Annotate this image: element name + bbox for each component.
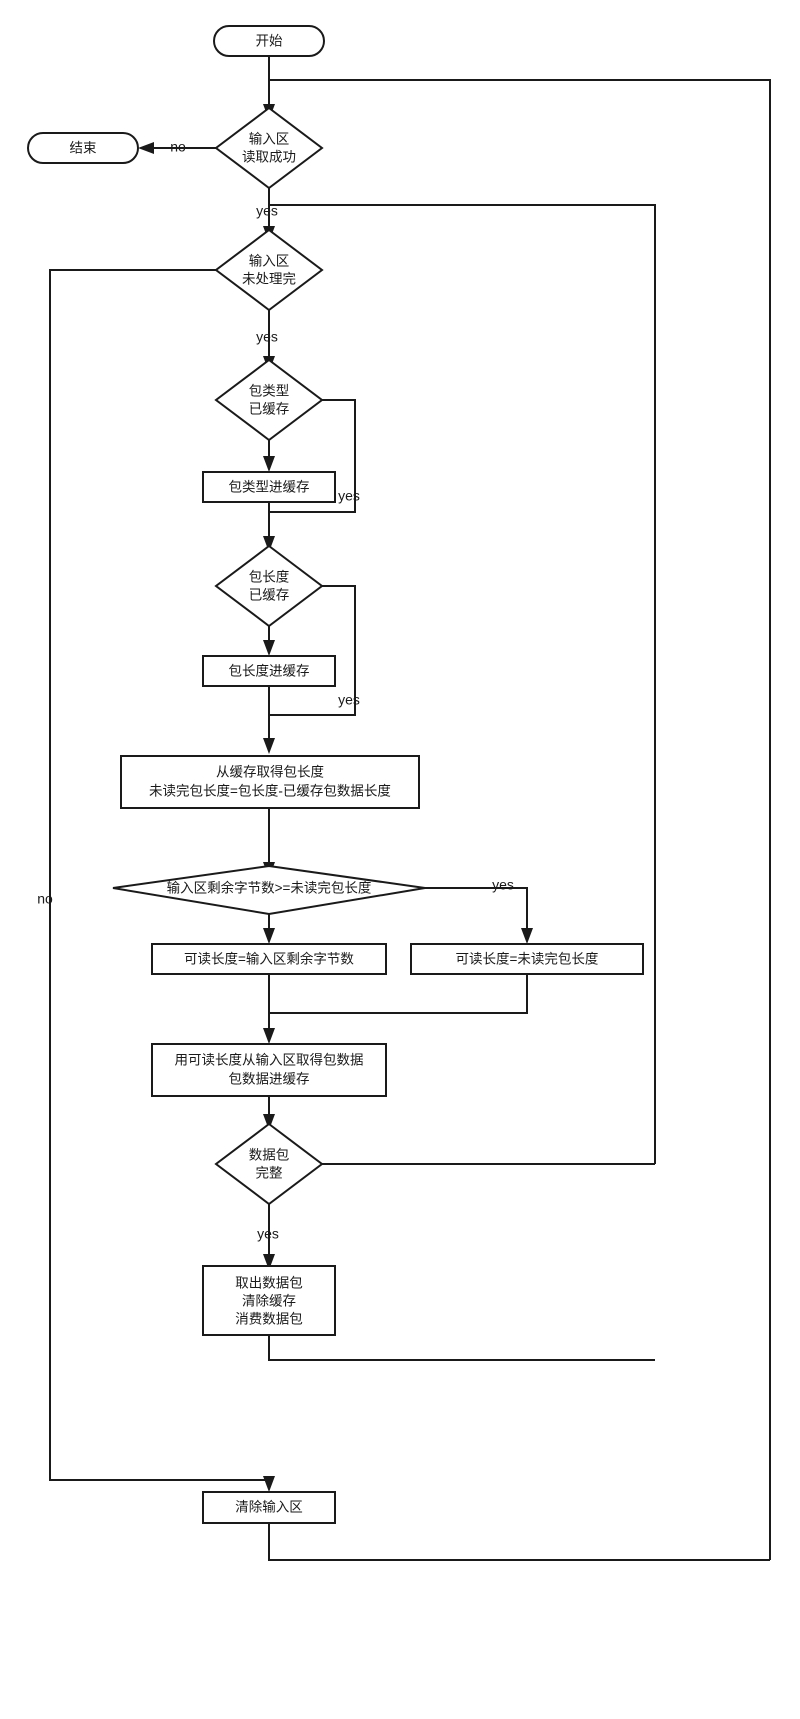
readable-unread-process-shape: [410, 943, 644, 975]
packet-complete-label-line1: 数据包: [249, 1148, 290, 1163]
node-end[interactable]: 结束: [27, 132, 139, 164]
arrowhead-type-cached-to-type-to-cache: [263, 456, 275, 472]
node-packet-complete[interactable]: 数据包 完整: [214, 1122, 324, 1206]
edge-label-compare-yes: yes: [492, 877, 514, 893]
arrowhead-fetch-data-to-packet-complete: [263, 1114, 275, 1130]
get-len-label-line1: 从缓存取得包长度: [216, 764, 324, 780]
fetch-data-process-shape: [151, 1043, 387, 1097]
start-terminator-shape: [213, 25, 325, 57]
arrowhead-read-ok-to-end: [138, 142, 154, 154]
node-get-len[interactable]: 从缓存取得包长度 未读完包长度=包长度-已缓存包数据长度: [120, 755, 420, 809]
consume-label-line2: 清除缓存: [242, 1294, 296, 1309]
edge-clear-input-bottom-rail: [268, 1510, 770, 1561]
node-readable-remaining[interactable]: 可读长度=输入区剩余字节数: [151, 943, 387, 975]
end-terminator-shape: [27, 132, 139, 164]
get-len-process-shape: [120, 755, 420, 809]
len-cached-label-line2: 已缓存: [249, 588, 290, 603]
consume-process-shape: [202, 1265, 336, 1336]
node-consume[interactable]: 取出数据包 清除缓存 消费数据包: [202, 1265, 336, 1336]
fetch-data-label-line1: 用可读长度从输入区取得包数据: [175, 1052, 364, 1068]
type-cached-label-line2: 已缓存: [249, 402, 290, 417]
read-ok-label-line2: 读取成功: [242, 150, 296, 165]
fetch-data-label-line2: 包数据进缓存: [229, 1072, 310, 1087]
arrowhead-len-to-cache-to-get-len: [263, 738, 275, 754]
get-len-label-line2: 未读完包长度=包长度-已缓存包数据长度: [149, 784, 391, 799]
node-len-to-cache[interactable]: 包长度进缓存: [202, 655, 336, 687]
consume-label-line1: 取出数据包: [235, 1276, 303, 1291]
edge-readable-unread-merge: [269, 974, 528, 1014]
consume-label-line3: 消费数据包: [235, 1312, 303, 1327]
node-len-cached[interactable]: 包长度 已缓存: [214, 544, 324, 628]
edge-label-not-done-yes: yes: [256, 329, 278, 345]
packet-complete-decision-shape: [214, 1122, 324, 1206]
type-cached-label-line1: 包类型: [249, 384, 290, 399]
arrowhead-len-cached-to-len-to-cache: [263, 640, 275, 656]
node-not-done[interactable]: 输入区 未处理完: [214, 228, 324, 312]
len-cached-label-line1: 包长度: [249, 570, 290, 585]
arrowhead-packet-complete-to-consume: [263, 1254, 275, 1270]
start-label: 开始: [256, 34, 283, 49]
packet-complete-label-line2: 完整: [256, 1166, 283, 1181]
type-to-cache-process-shape: [202, 471, 336, 503]
readable-remaining-label: 可读长度=输入区剩余字节数: [184, 951, 354, 967]
type-to-cache-label: 包类型进缓存: [229, 480, 310, 495]
edge-not-done-no-to-clear-input: [49, 269, 269, 1481]
edge-clear-input-return-rail: [268, 55, 771, 1560]
compare-label: 输入区剩余字节数>=未读完包长度: [167, 880, 372, 896]
read-ok-decision-shape: [214, 106, 324, 190]
edge-label-packet-complete-yes: yes: [257, 1226, 279, 1242]
edge-len-cached-yes-bypass: [269, 585, 356, 716]
arrowhead-not-done-no-to-clear-input: [263, 1476, 275, 1492]
clear-input-process-shape: [202, 1491, 336, 1524]
readable-remaining-process-shape: [151, 943, 387, 975]
end-label: 结束: [70, 141, 97, 156]
edge-label-not-done-no: no: [37, 891, 53, 907]
type-cached-decision-shape: [214, 358, 324, 442]
not-done-decision-shape: [214, 228, 324, 312]
compare-decision-shape: [112, 864, 426, 916]
edge-type-cached-yes-bypass: [269, 399, 356, 513]
read-ok-label-line1: 输入区: [249, 132, 290, 147]
edge-compare-yes-to-readable-unread: [425, 887, 528, 932]
edge-consume-to-rail: [268, 1335, 655, 1361]
not-done-label-line2: 未处理完: [242, 272, 296, 287]
arrowhead-compare-yes-to-readable-unread: [521, 928, 533, 944]
edge-label-type-cached-yes: yes: [338, 488, 360, 504]
len-cached-decision-shape: [214, 544, 324, 628]
node-compare[interactable]: 输入区剩余字节数>=未读完包长度: [112, 864, 426, 916]
node-fetch-data[interactable]: 用可读长度从输入区取得包数据 包数据进缓存: [151, 1043, 387, 1097]
node-read-ok[interactable]: 输入区 读取成功: [214, 106, 324, 190]
clear-input-label: 清除输入区: [235, 1500, 303, 1515]
edge-label-len-cached-yes: yes: [338, 692, 360, 708]
node-clear-input[interactable]: 清除输入区: [202, 1491, 336, 1524]
node-type-cached[interactable]: 包类型 已缓存: [214, 358, 324, 442]
edge-inner-return-rail-top: [268, 203, 656, 1164]
node-readable-unread[interactable]: 可读长度=未读完包长度: [410, 943, 644, 975]
len-to-cache-process-shape: [202, 655, 336, 687]
arrowhead-type-to-cache-to-len-cached: [263, 536, 275, 552]
arrowhead-compare-to-readable-remaining: [263, 928, 275, 944]
node-start[interactable]: 开始: [213, 25, 325, 57]
node-type-to-cache[interactable]: 包类型进缓存: [202, 471, 336, 503]
not-done-label-line1: 输入区: [249, 254, 290, 269]
arrowhead-readable-remaining-to-fetch-data: [263, 1028, 275, 1044]
edge-label-read-ok-yes: yes: [256, 203, 278, 219]
len-to-cache-label: 包长度进缓存: [229, 664, 310, 679]
readable-unread-label: 可读长度=未读完包长度: [456, 952, 599, 967]
edge-label-read-ok-no: no: [170, 139, 186, 155]
